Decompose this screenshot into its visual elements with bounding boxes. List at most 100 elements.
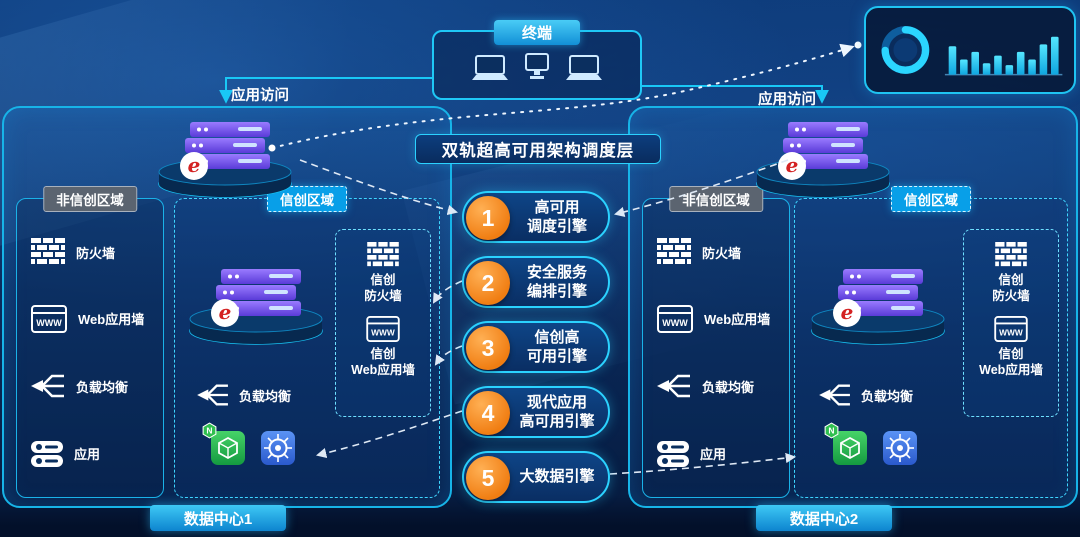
nginx-icon [211, 431, 245, 465]
web-wall-icon: WWW [994, 315, 1028, 342]
dc2-label: 数据中心2 [756, 505, 892, 531]
access-label-right: 应用访问 [758, 92, 816, 108]
dc2-server-stack: e [756, 122, 890, 198]
donut-chart [881, 26, 930, 74]
web-wall-icon: WWW [657, 304, 693, 333]
dc2-xinchuang-zone: 信创区域 e 信创 防火墙 [794, 186, 1068, 498]
load-balancer-icon [819, 384, 850, 406]
dc2-xc-webwall-label: 信创 Web应用墙 [979, 346, 1043, 377]
engine-4-label: 现代应用 高可用引擎 [519, 393, 595, 431]
terminal-box: 终端 [432, 20, 642, 100]
dc1-non-xinchuang-zone: 非信创区域 防火墙 WWW Web应用墙 [16, 186, 164, 498]
svg-text:N: N [206, 426, 212, 436]
dc2-app-item: 应用 [657, 440, 783, 468]
engine-2-pill: 2 安全服务 编排引擎 [462, 256, 610, 308]
svg-text:e: e [841, 300, 854, 324]
engine-3-number: 3 [466, 326, 510, 370]
load-balancer-icon [197, 384, 228, 406]
engine-3-label: 信创高 可用引擎 [526, 328, 587, 366]
dc2-xinchuang-title: 信创区域 [891, 186, 971, 212]
terminal-title: 终端 [493, 20, 581, 45]
engine-5-label: 大数据引擎 [519, 468, 595, 486]
engine-5-pill: 5 大数据引擎 [462, 451, 610, 503]
dc1-non-xc-items: 防火墙 WWW Web应用墙 负载均衡 [31, 219, 157, 487]
svg-text:N: N [828, 426, 834, 436]
dc1-non-xinchuang-title: 非信创区域 [43, 186, 137, 212]
svg-text:WWW: WWW [999, 327, 1023, 337]
dc2-xc-app-icons: N [824, 422, 917, 470]
laptop-icon [566, 55, 602, 80]
dc1-xc-security-box: 信创 防火墙 WWW 信创 Web应用墙 [335, 229, 431, 417]
dc1-xc-app-icons: N [202, 422, 295, 470]
dc1-label: 数据中心1 [150, 505, 286, 531]
dc2-non-xc-items: 防火墙 WWW Web应用墙 负载均衡 [657, 219, 783, 487]
dc2-xc-lb-label: 负载均衡 [861, 388, 914, 404]
dc2-firewall-label: 防火墙 [702, 245, 742, 261]
dc2-load-balancer-label: 负载均衡 [702, 379, 755, 395]
monitor-icon [525, 53, 549, 79]
dc2-xc-server-stack: e [811, 269, 945, 345]
dc1-firewall-label: 防火墙 [76, 245, 116, 261]
engine-1-pill: 1 高可用 调度引擎 [462, 191, 610, 243]
dc1-app-label: 应用 [74, 447, 101, 463]
svg-text:WWW: WWW [662, 318, 688, 328]
dc2-web-wall-item: WWW Web应用墙 [657, 304, 783, 333]
engine-2-number: 2 [466, 261, 510, 305]
dc1-xc-webwall-label: 信创 Web应用墙 [351, 346, 415, 377]
app-icon [31, 440, 63, 467]
load-balancer-icon [31, 375, 64, 398]
dc1-server-stack: e [158, 122, 292, 198]
svg-text:WWW: WWW [371, 327, 395, 337]
dotted-line-end-dot [854, 41, 862, 49]
dc1-xc-lb-label: 负载均衡 [239, 388, 292, 404]
dc1-app-item: 应用 [31, 440, 157, 468]
dc2-non-xinchuang-zone: 非信创区域 防火墙 WWW Web应用墙 [642, 186, 790, 498]
svg-text:e: e [786, 153, 799, 177]
app-icon [657, 440, 689, 467]
engine-1-label: 高可用 调度引擎 [526, 198, 587, 236]
dc1-firewall-item: 防火墙 [31, 238, 157, 266]
engine-4-pill: 4 现代应用 高可用引擎 [462, 386, 610, 438]
dc2-firewall-item: 防火墙 [657, 238, 783, 266]
dc1-xc-load-balancer: 负载均衡 [197, 381, 291, 409]
engine-5-number: 5 [466, 456, 510, 500]
firewall-icon [367, 242, 399, 267]
engine-4-number: 4 [466, 391, 510, 435]
svg-text:e: e [219, 300, 232, 324]
kubernetes-icon [883, 431, 917, 465]
dc1-load-balancer-label: 负载均衡 [76, 379, 129, 395]
engine-3-pill: 3 信创高 可用引擎 [462, 321, 610, 373]
engine-1-number: 1 [466, 196, 510, 240]
nginx-badge-icon: N [824, 422, 839, 439]
dc1-web-wall-label: Web应用墙 [78, 312, 145, 328]
firewall-icon [657, 238, 691, 265]
web-wall-icon: WWW [31, 304, 67, 333]
engine-2-label: 安全服务 编排引擎 [526, 263, 587, 301]
svg-text:WWW: WWW [36, 318, 62, 328]
dc1-xinchuang-zone: 信创区域 e 信创 防火墙 [174, 186, 440, 498]
terminal-devices [434, 52, 640, 84]
dc2-app-label: 应用 [700, 447, 727, 463]
dc2-web-wall-label: Web应用墙 [704, 312, 771, 328]
nginx-badge-icon: N [202, 422, 217, 439]
dc1-web-wall-item: WWW Web应用墙 [31, 304, 157, 333]
nginx-icon-wrap: N [824, 422, 867, 470]
nginx-icon [833, 431, 867, 465]
web-wall-icon: WWW [366, 315, 400, 342]
svg-text:e: e [188, 153, 201, 177]
dc1-load-balancer-item: 负载均衡 [31, 371, 157, 401]
monitoring-dashboard [864, 6, 1076, 94]
dc1-xc-firewall-label: 信创 防火墙 [364, 273, 402, 304]
load-balancer-icon [657, 375, 690, 398]
bar-chart [944, 36, 1063, 76]
access-label-left: 应用访问 [231, 88, 289, 104]
laptop-icon [472, 55, 508, 80]
dc2-xc-firewall-label: 信创 防火墙 [992, 273, 1030, 304]
dc2-xc-security-box: 信创 防火墙 WWW 信创 Web应用墙 [963, 229, 1059, 417]
scheduler-banner: 双轨超高可用架构调度层 [415, 134, 661, 164]
firewall-icon [31, 238, 65, 265]
dc1-xc-server-stack: e [189, 269, 323, 345]
nginx-icon-wrap: N [202, 422, 245, 470]
kubernetes-icon [261, 431, 295, 465]
